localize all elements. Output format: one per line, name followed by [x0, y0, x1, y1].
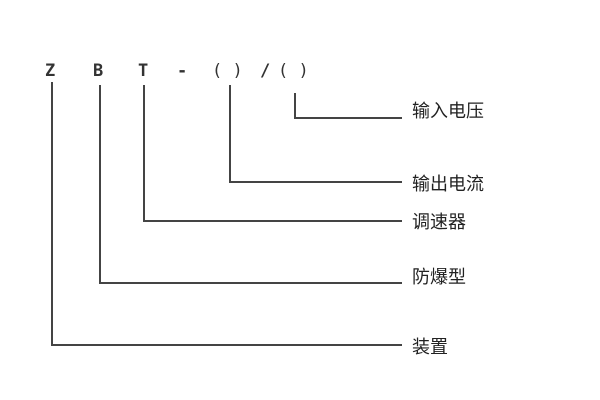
label-explosion-proof: 防爆型	[412, 267, 466, 288]
leader-input-voltage	[294, 93, 402, 119]
leader-speed-regulator	[143, 85, 402, 222]
code-slash: /	[260, 61, 270, 81]
code-b: B	[93, 61, 103, 81]
code-output-current-slot: ( )	[212, 61, 243, 81]
code-dash: -	[177, 61, 187, 81]
code-t: T	[138, 61, 148, 81]
label-output-current: 输出电流	[412, 174, 484, 195]
leader-output-current	[229, 85, 402, 183]
label-device: 装置	[412, 337, 448, 358]
leader-device	[51, 82, 402, 346]
code-input-voltage-slot: ( )	[278, 61, 309, 81]
label-input-voltage: 输入电压	[412, 101, 484, 122]
label-speed-regulator: 调速器	[412, 212, 466, 233]
leader-explosion-proof	[99, 85, 402, 284]
code-z: Z	[45, 61, 55, 81]
